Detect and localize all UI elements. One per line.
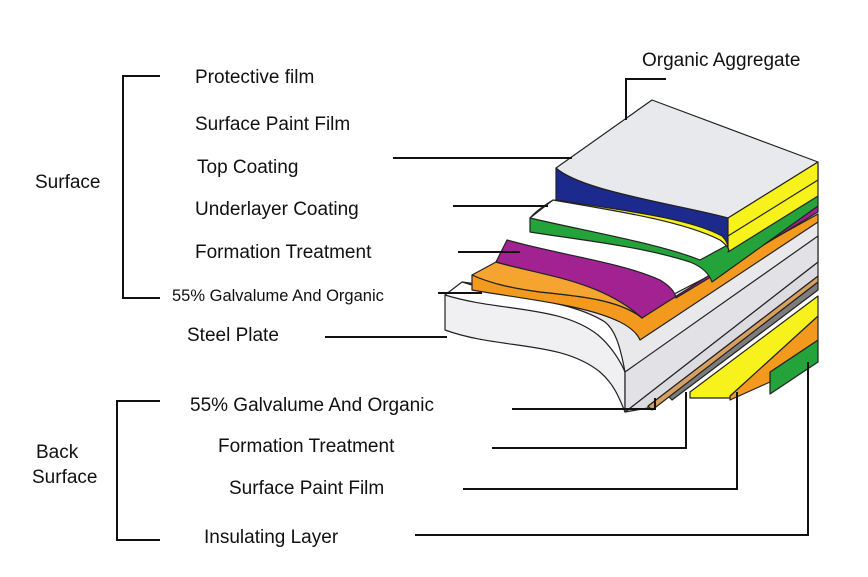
label-protective-film: Protective film [195,67,314,88]
label-surface-paint-film-back: Surface Paint Film [229,478,384,499]
surface-group-label: Surface [35,172,100,193]
top-layer-side [727,161,819,237]
leader-insulating-layer [415,362,809,536]
label-galvalume-organic-back: 55% Galvalume And Organic [190,395,434,416]
steel-plate-side [624,235,819,413]
label-underlayer-coating: Underlayer Coating [195,199,359,220]
label-galvalume-organic-top: 55% Galvalume And Organic [172,287,384,305]
leader-formation-treatment-back [492,392,687,449]
surface-bracket [122,75,160,299]
back-surface-group-label-line1: Back [36,442,79,463]
top-protective-layer [555,99,819,219]
layered-panel-illustration [444,99,819,413]
leader-galvalume-back [512,398,656,410]
leader-surface-paint-film-back [463,392,738,490]
back-yellow-layer [689,295,819,399]
back-surface-group-label-line2: Surface [32,467,97,488]
label-insulating-layer: Insulating Layer [204,527,339,548]
leader-organic-aggregate [625,78,666,120]
label-steel-plate: Steel Plate [187,325,279,346]
label-formation-treatment: Formation Treatment [195,242,372,263]
magenta-layer [495,205,819,319]
back-surface-bracket [116,400,160,541]
label-top-coating: Top Coating [197,157,298,178]
label-organic-aggregate: Organic Aggregate [642,50,800,71]
label-surface-paint-film: Surface Paint Film [195,114,350,135]
label-formation-treatment-back: Formation Treatment [218,436,395,457]
green-layer [529,195,819,283]
